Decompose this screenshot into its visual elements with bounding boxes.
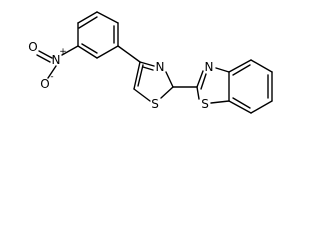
atom-label-nitrogen: N — [156, 60, 165, 74]
chemical-structure: O N + O - N S N S — [28, 11, 273, 114]
bond — [142, 66, 154, 71]
charge-label-negative: - — [50, 72, 53, 82]
bond — [215, 67, 230, 73]
bond — [61, 45, 79, 56]
bond — [96, 11, 119, 24]
bond — [38, 50, 53, 59]
bond — [137, 64, 144, 87]
bond — [196, 70, 204, 88]
charge-label-positive: + — [59, 47, 67, 57]
atom-label-nitrogen: N — [52, 53, 61, 67]
bond — [96, 45, 119, 59]
bond — [228, 100, 252, 114]
atom-label-sulfur: S — [201, 97, 209, 111]
bond — [196, 86, 200, 100]
bond — [133, 88, 151, 102]
bond — [77, 11, 98, 24]
bond — [232, 64, 251, 76]
bond-lines — [36, 11, 273, 114]
bond — [165, 71, 174, 88]
atom-label-oxygen: O — [28, 40, 37, 54]
bond — [250, 100, 273, 114]
bond — [36, 54, 51, 63]
bond — [160, 86, 174, 99]
bond — [210, 100, 230, 104]
bond — [139, 61, 155, 67]
bond — [133, 61, 141, 90]
structure-canvas: O N + O - N S N S — [0, 0, 295, 129]
bond — [77, 45, 98, 59]
bond — [47, 65, 57, 79]
bond — [78, 16, 98, 29]
atom-label-nitrogen: N — [205, 60, 214, 74]
bond — [228, 59, 252, 73]
bond — [200, 73, 207, 90]
atom-label-oxygen: O — [40, 77, 49, 91]
bond — [250, 59, 273, 73]
atom-label-sulfur: S — [151, 97, 159, 111]
bond — [117, 45, 141, 63]
bond — [232, 97, 251, 109]
bond — [81, 43, 98, 54]
